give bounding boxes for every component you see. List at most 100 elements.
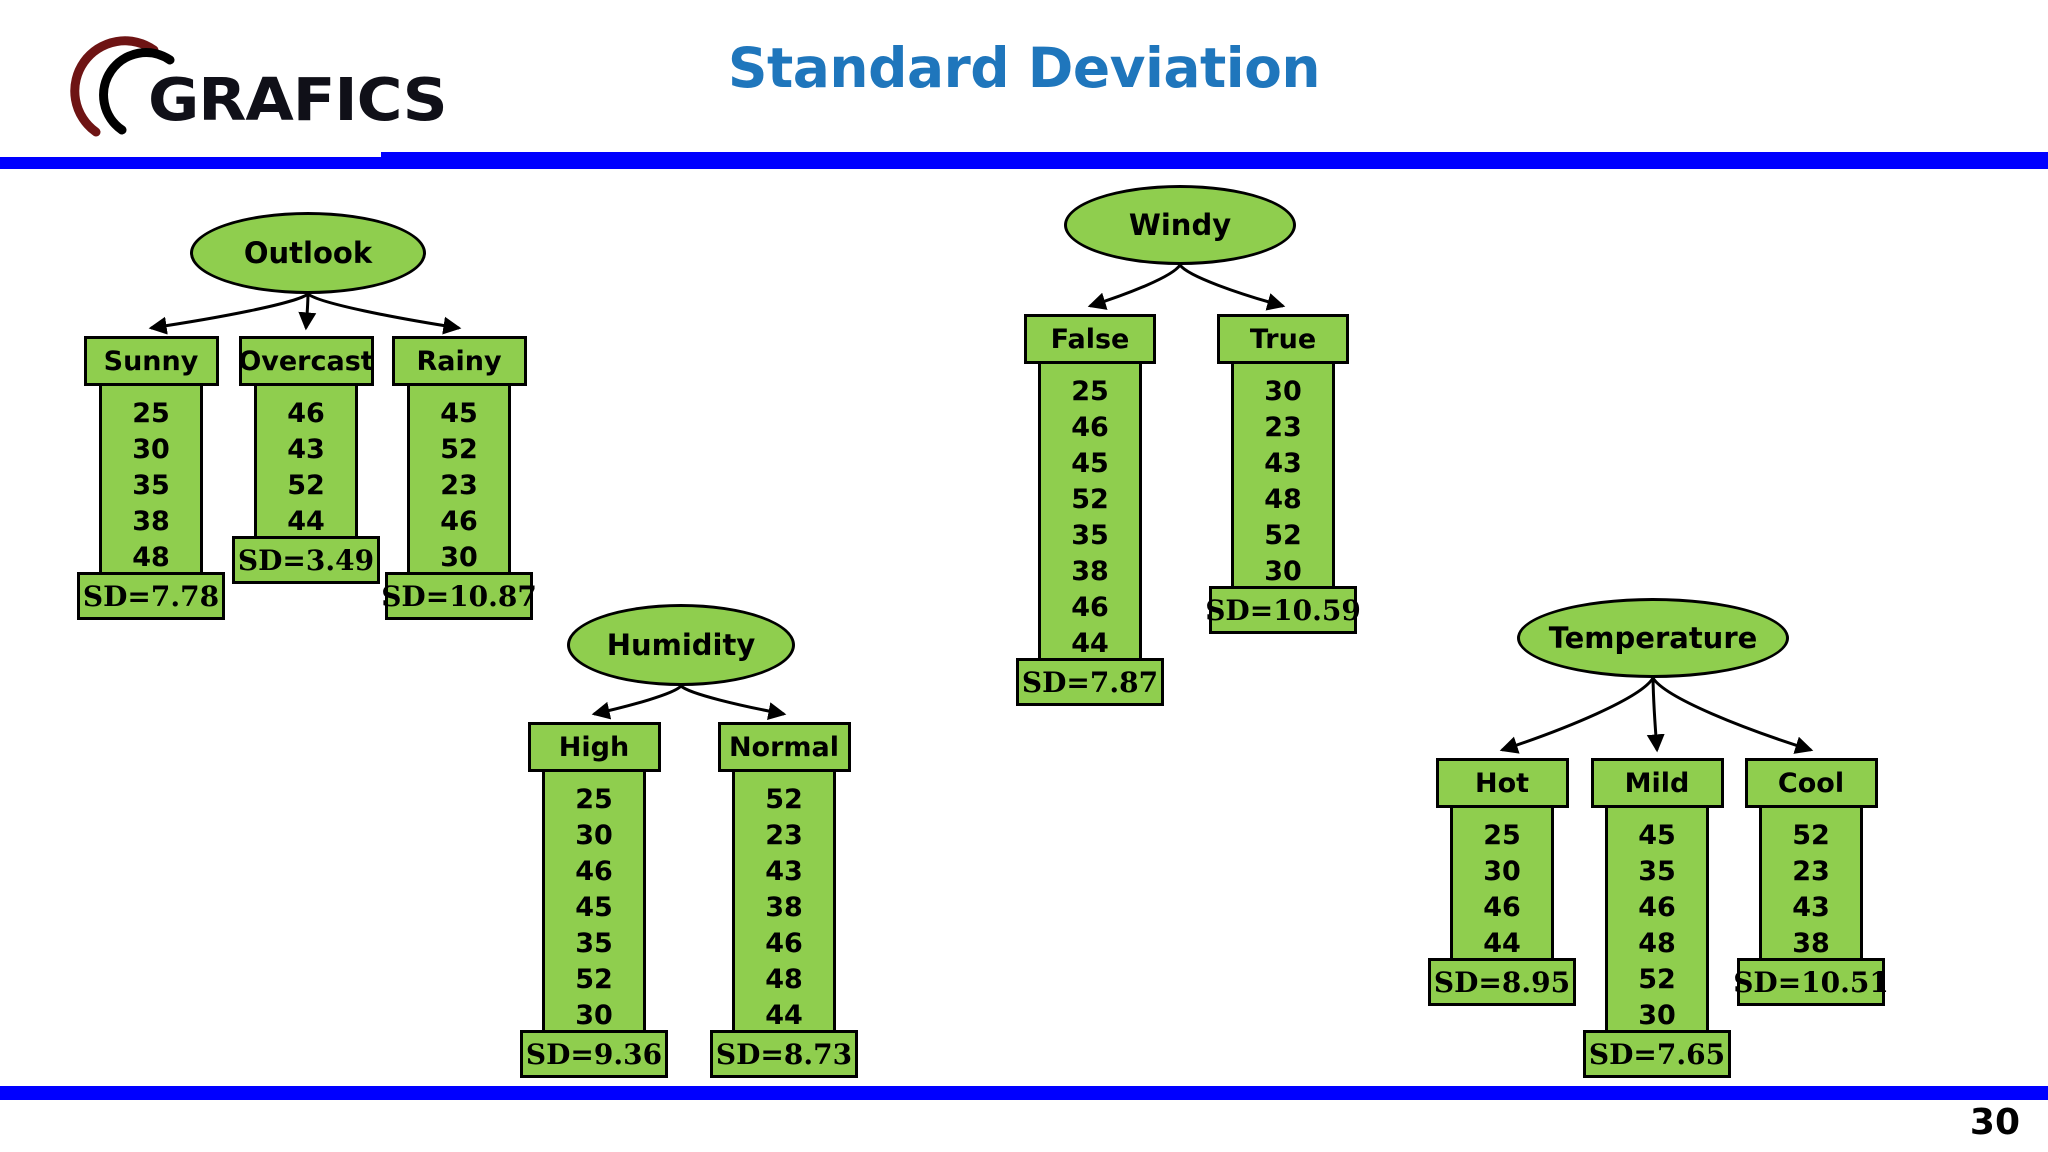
tree-root-node[interactable]: Humidity [567, 604, 795, 686]
branch-label: Rainy [416, 345, 502, 377]
branch-value: 52 [1071, 484, 1109, 515]
branch-header-box[interactable]: Hot [1435, 758, 1569, 808]
tree-root-node[interactable]: Windy [1064, 185, 1296, 265]
branch-value: 52 [575, 964, 613, 995]
tree-branch-arrow [148, 292, 309, 335]
branch-sd-label: SD=8.95 [1433, 965, 1571, 999]
branch-value: 35 [1071, 520, 1109, 551]
logo-wordmark: GRAFICS [148, 65, 448, 134]
branch-label: True [1249, 323, 1317, 355]
branch-header-box[interactable]: False [1024, 314, 1156, 364]
branch-sd-label: SD=10.87 [381, 579, 537, 613]
branch-value: 30 [575, 1000, 613, 1031]
grafics-arc-logo-icon [70, 36, 175, 137]
branch-sd-label: SD=7.78 [82, 579, 220, 613]
branch-sd-label: SD=9.36 [525, 1037, 663, 1071]
branch-value: 45 [1071, 448, 1109, 479]
branch-value: 46 [765, 928, 803, 959]
branch-sd-box[interactable]: SD=7.78 [77, 572, 225, 620]
page-title: Standard Deviation [727, 36, 1321, 100]
branch-header-box[interactable]: Sunny [83, 336, 219, 386]
branch-header-box[interactable]: Overcast [238, 336, 374, 386]
logo-inner-arc [99, 48, 175, 135]
branch-value: 48 [765, 964, 803, 995]
branch-sd-box[interactable]: SD=7.65 [1583, 1030, 1731, 1078]
branch-value: 44 [1071, 628, 1109, 659]
branch-sd-box[interactable]: SD=3.49 [232, 536, 380, 584]
branch-header-box[interactable]: High [527, 722, 661, 772]
branch-label: High [558, 731, 630, 763]
branch-label: Cool [1777, 767, 1845, 799]
branch-value: 30 [132, 434, 170, 465]
tree-branch-arrow [1178, 263, 1286, 311]
branch-header-box[interactable]: Cool [1744, 758, 1878, 808]
tree-root-label: Outlook [243, 236, 373, 270]
branch-label: Hot [1474, 767, 1530, 799]
branch-sd-box[interactable]: SD=8.95 [1428, 958, 1576, 1006]
branch-value: 25 [1483, 820, 1521, 851]
branch-value: 46 [1483, 892, 1521, 923]
branch-label: Sunny [103, 345, 199, 377]
branch-value: 44 [765, 1000, 803, 1031]
branch-sd-box[interactable]: SD=10.87 [381, 572, 537, 620]
branch-sd-box[interactable]: SD=10.59 [1205, 586, 1361, 634]
branch-value: 35 [132, 470, 170, 501]
branch-value: 30 [1264, 376, 1302, 407]
tree-root-node[interactable]: Outlook [190, 212, 426, 294]
branch-value: 23 [1264, 412, 1302, 443]
branch-label: Overcast [238, 345, 374, 377]
branch-value: 38 [1071, 556, 1109, 587]
branch-label: False [1050, 323, 1130, 355]
branch-sd-box[interactable]: SD=9.36 [520, 1030, 668, 1078]
branch-header-box[interactable]: Mild [1590, 758, 1724, 808]
branch-value: 45 [1638, 820, 1676, 851]
branch-value: 46 [1638, 892, 1676, 923]
header-rule-left [0, 157, 381, 169]
branch-header-box[interactable]: Normal [717, 722, 851, 772]
branch-value: 43 [1264, 448, 1302, 479]
branch-value: 52 [1264, 520, 1302, 551]
branch-value: 52 [287, 470, 325, 501]
branch-value: 25 [1071, 376, 1109, 407]
branch-value: 23 [440, 470, 478, 501]
header-rule-right [381, 152, 2048, 169]
branch-value: 48 [132, 542, 170, 573]
branch-sd-box[interactable]: SD=10.51 [1733, 958, 1889, 1006]
tree-root-node[interactable]: Temperature [1517, 598, 1789, 678]
branch-label: Normal [728, 731, 840, 763]
tree-branch-arrow [1651, 677, 1814, 754]
branch-sd-box[interactable]: SD=7.87 [1016, 658, 1164, 706]
branch-value: 52 [1792, 820, 1830, 851]
tree-branch-arrow [679, 684, 787, 720]
tree-root-label: Humidity [606, 628, 756, 662]
slide-header: GRAFICS Standard Deviation [0, 0, 2048, 160]
branch-value: 25 [575, 784, 613, 815]
branch-value: 44 [287, 506, 325, 537]
branch-value: 30 [575, 820, 613, 851]
branch-value: 23 [765, 820, 803, 851]
branch-label: Mild [1624, 767, 1690, 799]
branch-sd-label: SD=8.73 [715, 1037, 853, 1071]
branch-value: 44 [1483, 928, 1521, 959]
branch-header-box[interactable]: Rainy [391, 336, 527, 386]
tree-branch-arrow [307, 292, 462, 335]
branch-value: 30 [1264, 556, 1302, 587]
branch-sd-box[interactable]: SD=8.73 [710, 1030, 858, 1078]
tree-branch-arrow [591, 684, 683, 720]
branch-value: 48 [1638, 928, 1676, 959]
branch-header-box[interactable]: True [1217, 314, 1349, 364]
branch-value: 30 [1638, 1000, 1676, 1031]
page-number: 30 [1969, 1102, 2020, 1143]
branch-value: 23 [1792, 856, 1830, 887]
tree-root-label: Temperature [1548, 621, 1758, 655]
